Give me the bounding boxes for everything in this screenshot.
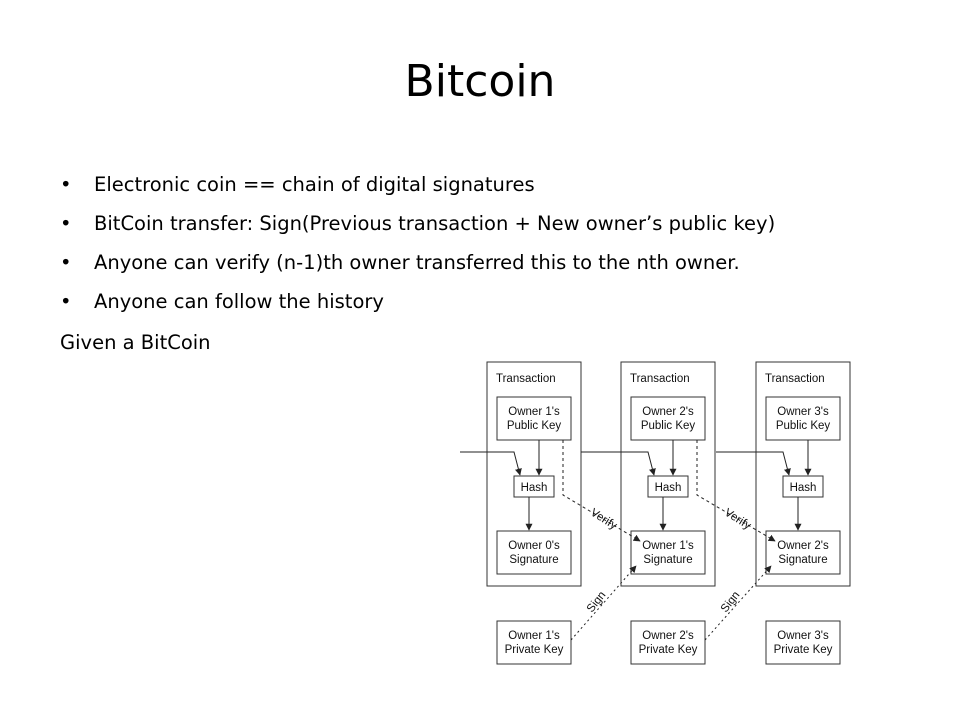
private-key-text-line1: Owner 1's	[508, 630, 560, 642]
public-key-box	[496, 396, 572, 441]
private-key-text-line2: Private Key	[774, 644, 833, 656]
signature-box	[496, 530, 572, 575]
transaction-label: Transaction	[765, 373, 825, 385]
hash-label: Hash	[655, 482, 682, 494]
given-text: Given a BitCoin	[60, 331, 211, 354]
transaction-label: Transaction	[496, 373, 556, 385]
signature-text-line2: Signature	[643, 554, 692, 566]
previous-transaction-arrow	[581, 451, 656, 476]
signature-box	[765, 530, 841, 575]
signature-text-line1: Owner 1's	[642, 540, 694, 552]
verify-arrow	[696, 440, 776, 542]
private-key-text-line1: Owner 3's	[777, 630, 829, 642]
previous-transaction-arrow	[716, 451, 791, 476]
bullet-glyph: •	[60, 212, 72, 235]
private-key-text-line1: Owner 2's	[642, 630, 694, 642]
bullet-item: • Electronic coin == chain of digital sig…	[60, 172, 775, 198]
public-key-text-line1: Owner 2's	[642, 406, 694, 418]
bullet-text: Electronic coin == chain of digital sign…	[94, 173, 535, 196]
bullet-item: • BitCoin transfer: Sign(Previous transac…	[60, 211, 775, 237]
sign-arrow	[704, 565, 772, 641]
signature-box	[630, 530, 706, 575]
bullet-text: Anyone can follow the history	[94, 290, 384, 313]
signature-text-line2: Signature	[778, 554, 827, 566]
verify-label: Verify	[722, 507, 753, 533]
private-key-box	[496, 620, 572, 665]
signature-text-line2: Signature	[509, 554, 558, 566]
verify-arrow	[562, 440, 641, 542]
private-key-text-line2: Private Key	[639, 644, 698, 656]
private-key-box	[765, 620, 841, 665]
public-key-text-line2: Public Key	[641, 420, 696, 432]
slide-title: Bitcoin	[404, 56, 556, 107]
hash-label: Hash	[790, 482, 817, 494]
signature-text-line1: Owner 0's	[508, 540, 560, 552]
bullet-text: BitCoin transfer: Sign(Previous transact…	[94, 212, 776, 235]
public-key-text-line2: Public Key	[507, 420, 562, 432]
hash-label: Hash	[521, 482, 548, 494]
private-key-box	[630, 620, 706, 665]
verify-label: Verify	[588, 507, 619, 533]
hash-box	[513, 475, 555, 498]
signature-text-line1: Owner 2's	[777, 540, 829, 552]
hash-box	[782, 475, 824, 498]
bullet-text: Anyone can verify (n-1)th owner transfer…	[94, 251, 740, 274]
previous-transaction-arrow	[460, 451, 522, 476]
bullet-item: • Anyone can verify (n-1)th owner transfe…	[60, 250, 775, 276]
bullet-list: • Electronic coin == chain of digital sig…	[60, 172, 775, 328]
public-key-box	[765, 396, 841, 441]
bullet-glyph: •	[60, 251, 72, 274]
public-key-text-line1: Owner 3's	[777, 406, 829, 418]
hash-box	[647, 475, 689, 498]
bullet-glyph: •	[60, 290, 72, 313]
private-key-text-line2: Private Key	[505, 644, 564, 656]
transaction-label: Transaction	[630, 373, 690, 385]
public-key-box	[630, 396, 706, 441]
bullet-glyph: •	[60, 173, 72, 196]
bullet-item: • Anyone can follow the history	[60, 289, 775, 315]
public-key-text-line2: Public Key	[776, 420, 831, 432]
public-key-text-line1: Owner 1's	[508, 406, 560, 418]
sign-arrow	[570, 565, 637, 641]
